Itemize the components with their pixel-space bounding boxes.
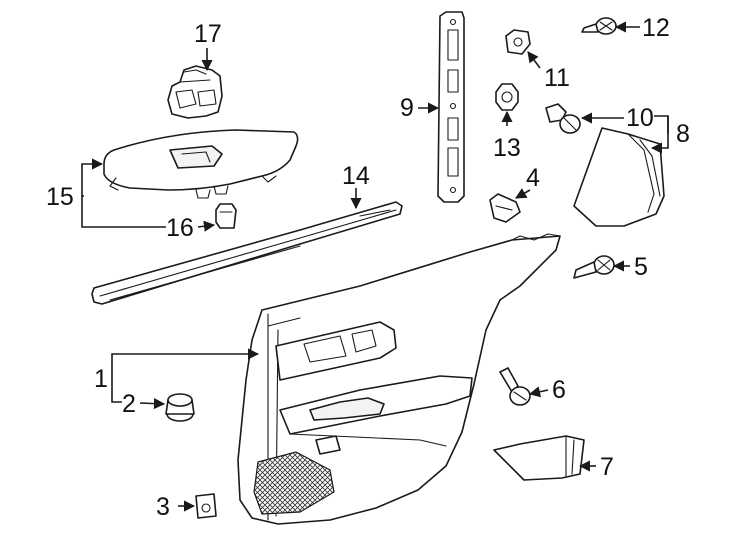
callout-6: 6 <box>552 376 566 404</box>
callout-labels: 17 15 16 14 9 11 12 13 10 8 4 5 1 2 6 7 … <box>46 14 690 521</box>
window-switch-part <box>167 65 223 119</box>
callout-16: 16 <box>166 214 194 242</box>
callout-14: 14 <box>342 162 370 190</box>
belt-weatherstrip-part <box>91 201 403 305</box>
door-channel-strip-part <box>437 11 465 203</box>
door-trim-panel-part <box>237 233 561 525</box>
leader-15 <box>81 158 104 197</box>
leader-4 <box>515 188 531 199</box>
callout-7: 7 <box>600 453 614 481</box>
trim-clip-part <box>489 193 521 223</box>
corner-trim-part <box>573 127 665 227</box>
leader-1 <box>111 348 260 378</box>
grommet-part <box>165 393 195 422</box>
leader-lines <box>81 21 669 512</box>
callout-3: 3 <box>156 493 170 521</box>
screw-5-part <box>573 255 615 279</box>
leader-16 <box>197 220 216 232</box>
leader-6 <box>528 386 549 398</box>
leader-15-lower <box>81 196 166 228</box>
leader-1-lower <box>111 378 122 403</box>
callout-10: 10 <box>626 104 654 132</box>
callout-1: 1 <box>94 365 108 393</box>
callout-2: 2 <box>122 390 136 418</box>
callout-15: 15 <box>46 183 74 211</box>
callout-8: 8 <box>676 120 690 148</box>
lower-trim-piece-part <box>493 435 585 481</box>
callout-11: 11 <box>544 64 570 92</box>
push-pin-part <box>545 103 581 134</box>
switch-bezel-part <box>103 129 299 199</box>
leader-11 <box>527 51 541 69</box>
callout-13: 13 <box>493 134 521 162</box>
bezel-clip-part <box>215 203 237 229</box>
leader-2 <box>139 397 166 410</box>
callout-4: 4 <box>526 164 540 192</box>
hex-nut-part <box>495 83 519 111</box>
callout-12: 12 <box>642 14 670 42</box>
callout-5: 5 <box>634 253 648 281</box>
retainer-nut-part <box>505 29 531 55</box>
screw-12-part <box>581 17 617 35</box>
callout-17: 17 <box>194 20 222 48</box>
pad-part <box>195 493 217 519</box>
screw-6-part <box>499 367 531 406</box>
callout-9: 9 <box>400 94 414 122</box>
